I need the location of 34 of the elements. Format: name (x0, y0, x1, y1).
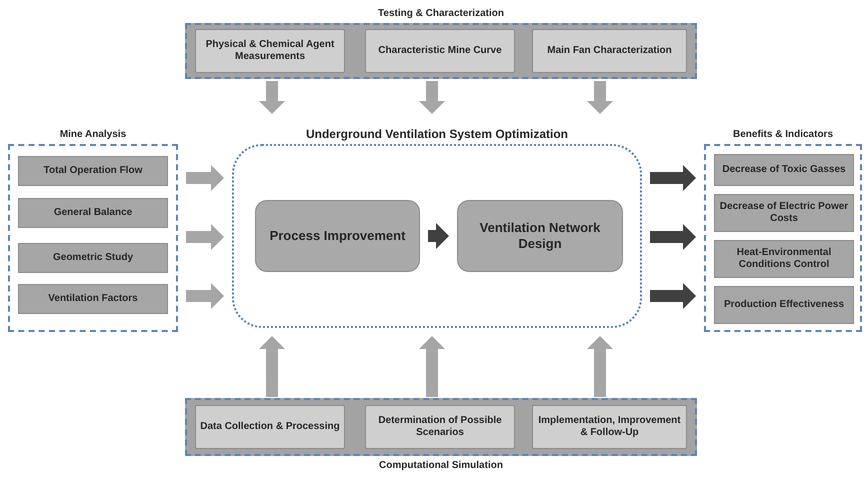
group-heading: Mine Analysis (58, 129, 128, 140)
process-box: Ventilation Network Design (457, 200, 623, 272)
process-box: Production Effectiveness (714, 286, 854, 324)
block-arrow (587, 81, 613, 114)
group-heading: Computational Simulation (378, 460, 504, 471)
block-arrow (650, 283, 696, 309)
block-arrow (186, 283, 224, 309)
process-box: Geometric Study (18, 243, 168, 273)
process-box: Decrease of Toxic Gasses (714, 154, 854, 186)
block-arrow (186, 165, 224, 191)
block-arrow (186, 224, 224, 250)
process-box: General Balance (18, 198, 168, 228)
group-heading: Underground Ventilation System Optimization (304, 127, 570, 141)
process-box: Implementation, Improvement & Follow-Up (532, 405, 687, 449)
block-arrow (650, 224, 696, 250)
block-arrow (650, 165, 696, 191)
process-box: Characteristic Mine Curve (365, 29, 515, 73)
group-heading: Benefits & Indicators (732, 129, 834, 140)
block-arrow (587, 336, 613, 397)
block-arrow (259, 336, 285, 397)
process-box: Decrease of Electric Power Costs (714, 194, 854, 232)
block-arrow (419, 336, 445, 397)
process-box: Determination of Possible Scenarios (365, 405, 515, 449)
process-box: Heat-Environmental Conditions Control (714, 240, 854, 278)
process-box: Process Improvement (255, 200, 420, 272)
process-box: Main Fan Characterization (532, 29, 687, 73)
block-arrow (428, 223, 449, 249)
process-box: Data Collection & Processing (195, 405, 345, 449)
process-box: Ventilation Factors (18, 284, 168, 314)
process-box: Physical & Chemical Agent Measurements (195, 29, 345, 73)
block-arrow (419, 81, 445, 114)
block-arrow (259, 81, 285, 114)
group-heading: Testing & Characterization (377, 8, 505, 19)
process-box: Total Operation Flow (18, 156, 168, 186)
